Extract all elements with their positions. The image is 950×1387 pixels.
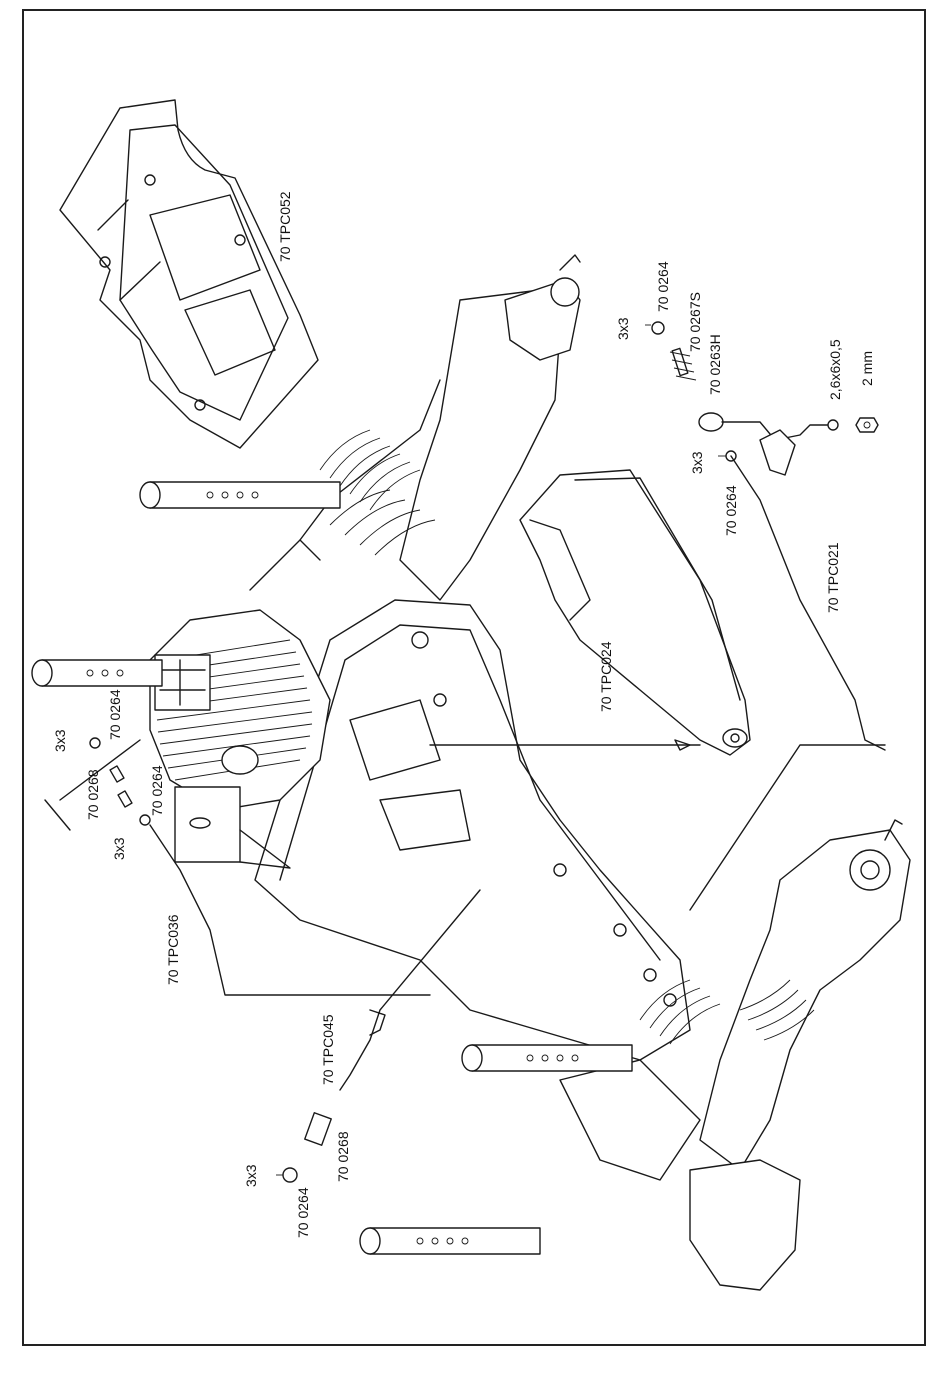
label-70-0264-top: 70 0264 (655, 261, 671, 312)
label-screw-3x3-bottom: 3x3 (243, 1164, 259, 1187)
label-70-0264-left-a: 70 0264 (107, 689, 123, 740)
label-screw-3x3-left-a: 3x3 (52, 729, 68, 752)
label-70-0264-left-b: 70 0264 (149, 765, 165, 816)
rear-suspension-part (250, 255, 580, 600)
body-post-upper (140, 482, 340, 508)
engine-mount-plate-part (60, 100, 318, 448)
label-screw-3x3-left-b: 3x3 (111, 837, 127, 860)
label-70-tpc036: 70 TPC036 (165, 914, 181, 985)
label-70-0264-mid: 70 0264 (723, 485, 739, 536)
body-post-middle (32, 660, 162, 686)
label-70-0267s: 70 0267S (687, 292, 703, 352)
body-post-lower (360, 1228, 540, 1254)
label-70-tpc045: 70 TPC045 (320, 1014, 336, 1085)
label-screw-3x3-top: 3x3 (615, 317, 631, 340)
label-screw-3x3-mid: 3x3 (689, 451, 705, 474)
body-post-front (462, 1045, 632, 1071)
label-nut-2mm: 2 mm (859, 351, 875, 386)
label-70-0268-left: 70 0268 (85, 769, 101, 820)
label-70-0264-bottom: 70 0264 (295, 1187, 311, 1238)
label-70-tpc021: 70 TPC021 (825, 542, 841, 613)
label-70-tpc024: 70 TPC024 (598, 641, 614, 712)
label-70-0268-bottom: 70 0268 (335, 1131, 351, 1182)
label-washer-2-6x6x0-5: 2,6x6x0,5 (827, 339, 843, 400)
label-70-tpc052: 70 TPC052 (277, 191, 293, 262)
fuel-tank-part (520, 470, 750, 755)
label-70-0263h: 70 0263H (707, 334, 723, 395)
